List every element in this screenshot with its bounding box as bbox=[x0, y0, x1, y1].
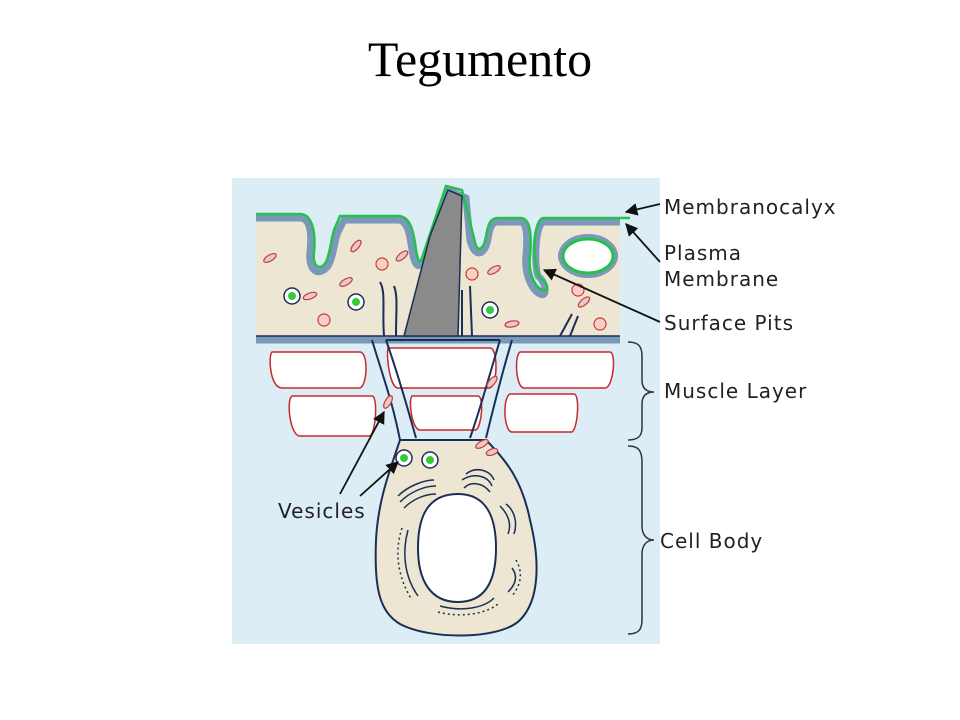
page-title: Tegumento bbox=[367, 31, 593, 87]
label-surface-pits: Surface Pits bbox=[664, 311, 794, 335]
brackets bbox=[627, 341, 655, 635]
cell-body bbox=[374, 439, 538, 637]
label-vesicles: Vesicles bbox=[278, 499, 366, 523]
label-plasma-membrane-line1: Plasma bbox=[664, 241, 742, 265]
membranocalyx-arrow bbox=[624, 203, 661, 216]
label-muscle-layer: Muscle Layer bbox=[664, 379, 807, 403]
tegument-inclusions bbox=[263, 239, 607, 469]
pointer-arrows bbox=[339, 203, 661, 497]
cell-body-bracket bbox=[627, 445, 655, 635]
label-plasma-membrane-line2: Membrane bbox=[664, 267, 779, 291]
surface-pits-arrow bbox=[542, 268, 661, 323]
cytoplasmic-bridges bbox=[371, 339, 513, 441]
label-cell-body: Cell Body bbox=[660, 529, 763, 553]
label-membranocalyx: Membranocalyx bbox=[664, 195, 837, 219]
muscle-layer bbox=[269, 347, 615, 437]
plasma-membrane-arrow bbox=[625, 223, 661, 263]
vesicles-arrow-1 bbox=[339, 410, 385, 495]
vesicles-arrow-2 bbox=[359, 461, 399, 497]
syncytial-tegument bbox=[256, 184, 630, 344]
muscle-layer-bracket bbox=[627, 341, 655, 441]
